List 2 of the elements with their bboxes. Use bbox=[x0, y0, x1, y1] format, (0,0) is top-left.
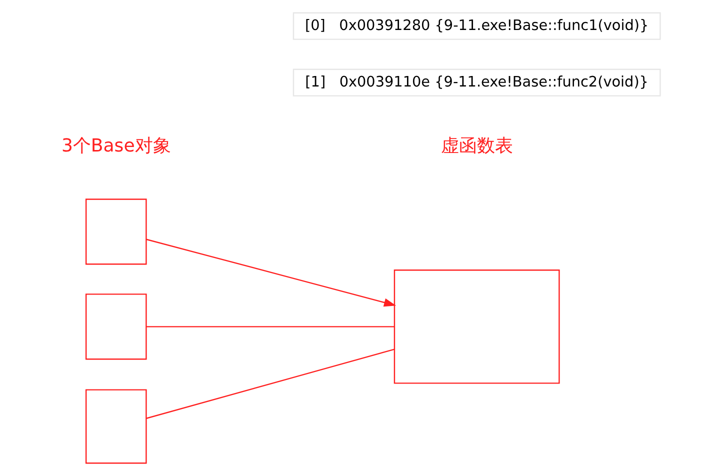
label: 3个Base对象 bbox=[61, 136, 171, 157]
label: 虚函数表 bbox=[440, 136, 513, 157]
